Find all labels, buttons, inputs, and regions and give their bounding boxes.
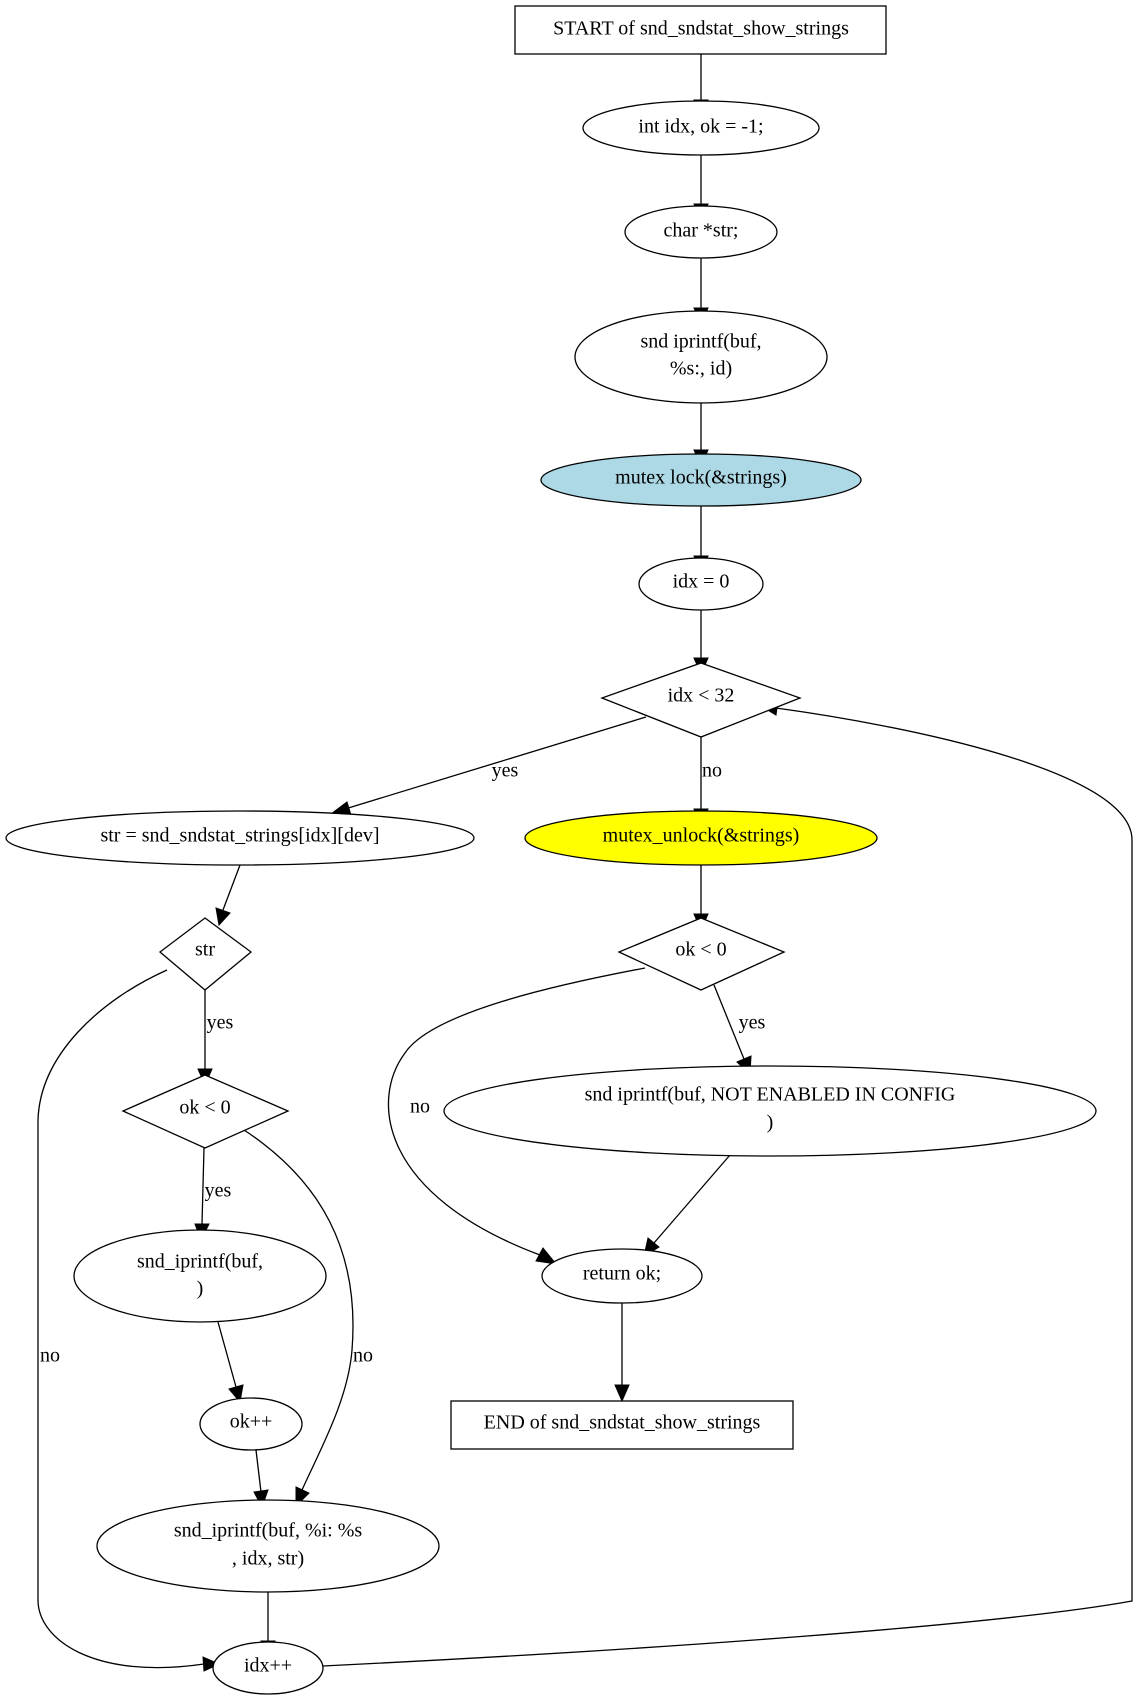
ok-inc-node [199, 1397, 303, 1451]
arrow-okinc [228, 1384, 244, 1404]
idx-inc-node [212, 1641, 324, 1695]
edge-cond-yes [344, 716, 647, 810]
ok-inc-text: ok++ [230, 1411, 273, 1433]
mutex-lock-node [540, 453, 862, 507]
end-text: END of snd_sndstat_show_strings [484, 1412, 761, 1434]
printf-id-line1: snd iprintf(buf, [640, 331, 761, 353]
printf-not-enabled-line2: ) [767, 1112, 774, 1134]
printf-paren-line1: snd_iprintf(buf, [137, 1251, 263, 1273]
edge-notenabled-to-return [653, 1154, 731, 1244]
edge-str-no [37, 969, 205, 1669]
arrow-idxinc-from-str-no [202, 1656, 221, 1672]
cond-idx-text: idx < 32 [668, 685, 735, 707]
printf-paren-node [73, 1229, 327, 1323]
cond-idx-node [600, 662, 802, 738]
printf-idx-str-line1: snd_iprintf(buf, %i: %s [174, 1520, 363, 1542]
str-assign-node [5, 810, 475, 866]
end-node [450, 1400, 794, 1450]
printf-idx-str-line2: , idx, str) [232, 1548, 304, 1570]
mutex-lock-text: mutex lock(&strings) [615, 467, 787, 489]
edges [37, 54, 1133, 1669]
decl-idx-ok-text: int idx, ok = -1; [638, 116, 763, 138]
edge-okouter-yes [713, 984, 745, 1060]
mutex-unlock-text: mutex_unlock(&strings) [603, 825, 800, 847]
printf-paren-line2: ) [197, 1278, 204, 1300]
cond-ok-outer-node [617, 917, 786, 991]
edge-label-str-yes: yes [207, 1012, 234, 1034]
edge-okinc-to-idxstr [255, 1449, 262, 1493]
start-node [514, 5, 887, 55]
edge-paren-to-okinc [217, 1321, 237, 1388]
edge-labels: yes no yes no yes no yes no [40, 760, 766, 1367]
arrow-return-from-no [535, 1247, 558, 1265]
printf-idx-str-node [96, 1499, 440, 1593]
edge-idxinc-loop-back [322, 707, 1133, 1667]
decl-idx-ok-node [582, 100, 820, 156]
edge-okouter-no [387, 967, 646, 1256]
edge-label-idx-yes: yes [492, 760, 519, 782]
cond-ok-inner-node [121, 1074, 290, 1149]
cond-ok-inner-text: ok < 0 [179, 1097, 230, 1119]
nodes: START of snd_sndstat_show_strings int id… [5, 5, 1097, 1695]
cond-ok-outer-text: ok < 0 [675, 939, 726, 961]
idx-init-node [638, 557, 764, 611]
printf-not-enabled-line1: snd iprintf(buf, NOT ENABLED IN CONFIG [585, 1084, 956, 1106]
edge-label-idx-no: no [702, 760, 722, 782]
mutex-unlock-node [524, 810, 878, 866]
idx-inc-text: idx++ [244, 1655, 292, 1677]
edge-label-ok-inner-no: no [353, 1345, 373, 1367]
edge-label-ok-outer-no: no [410, 1096, 430, 1118]
edge-okinner-no [243, 1129, 354, 1491]
edge-assign-to-str [222, 864, 241, 911]
edge-label-str-no: no [40, 1345, 60, 1367]
cond-str-node [158, 917, 253, 991]
start-text: START of snd_sndstat_show_strings [553, 18, 849, 40]
str-assign-text: str = snd_sndstat_strings[idx][dev] [100, 825, 379, 847]
printf-id-node [574, 310, 828, 404]
decl-str-node [624, 205, 778, 259]
edge-label-ok-outer-yes: yes [739, 1012, 766, 1034]
printf-not-enabled-node [443, 1065, 1097, 1157]
arrow-str [215, 907, 231, 927]
arrow-end [614, 1384, 630, 1403]
idx-init-text: idx = 0 [673, 571, 730, 593]
return-ok-text: return ok; [583, 1263, 661, 1285]
printf-id-line2: %s:, id) [670, 358, 732, 380]
cond-str-text: str [195, 939, 215, 961]
edge-label-ok-inner-yes: yes [205, 1180, 232, 1202]
edge-okinner-yes [201, 1147, 205, 1225]
return-ok-node [541, 1248, 703, 1304]
decl-str-text: char *str; [664, 220, 739, 242]
